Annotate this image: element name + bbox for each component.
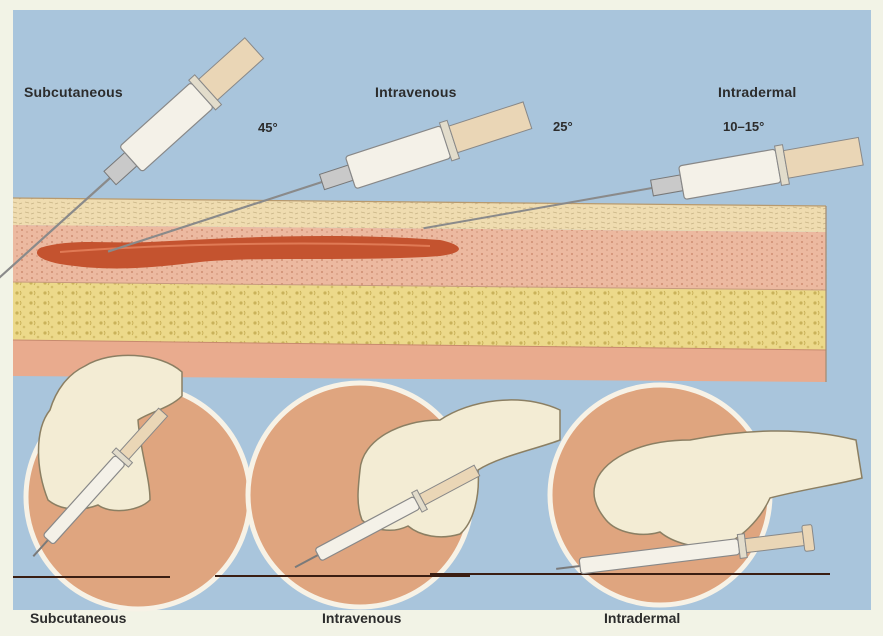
angle-intravenous: 25° <box>553 119 573 134</box>
fat-layer <box>13 282 826 350</box>
angle-intradermal: 10–15° <box>723 119 764 134</box>
label-intravenous-top: Intravenous <box>375 84 457 100</box>
label-subcutaneous-top: Subcutaneous <box>24 84 123 100</box>
label-intradermal-bottom: Intradermal <box>604 610 680 626</box>
skin-cross-section <box>13 198 826 382</box>
label-intradermal-top: Intradermal <box>718 84 796 100</box>
label-subcutaneous-bottom: Subcutaneous <box>30 610 126 626</box>
angle-subcutaneous: 45° <box>258 120 278 135</box>
label-intravenous-bottom: Intravenous <box>322 610 401 626</box>
